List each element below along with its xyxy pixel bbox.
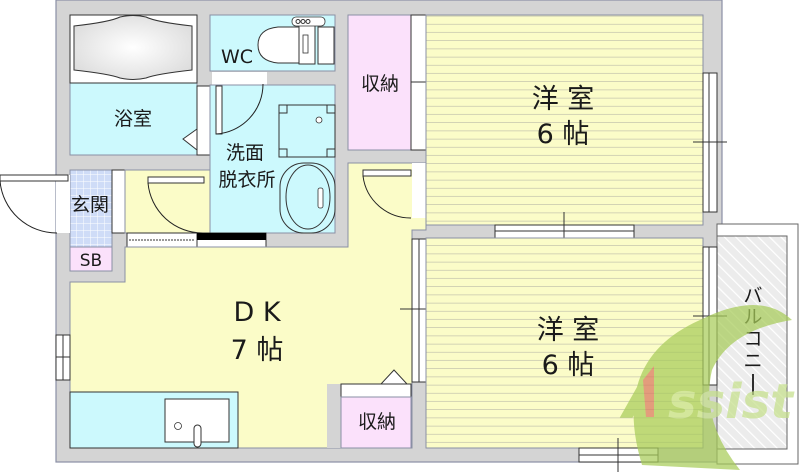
toilet-label: WC — [221, 46, 253, 68]
hallway — [124, 169, 267, 248]
western-room-bottom-label-line2: 6 帖 — [542, 350, 595, 381]
shoe-box-label: SB — [80, 251, 102, 271]
balcony-label-char: バ — [743, 285, 762, 307]
watermark-swoosh-icon — [633, 305, 792, 470]
entrance — [0, 169, 126, 272]
dining-kitchen-label-line1: D K — [233, 297, 281, 328]
storage-bottom-label: 収納 — [358, 411, 396, 433]
entrance-door-swing — [0, 180, 58, 234]
entrance-label: 玄関 — [71, 194, 109, 216]
western-room-top-label-line1: 洋 室 — [532, 84, 595, 115]
toilet-bowl-icon — [257, 26, 301, 64]
western-room-bottom-label-line1: 洋 室 — [537, 315, 600, 346]
bath-door-arrow-icon — [182, 128, 198, 152]
watermark-text-rest: ssist — [668, 374, 795, 430]
western-room-top — [425, 14, 727, 250]
storage-top-label: 収納 — [361, 73, 399, 95]
balcony-label-char: ニ — [743, 350, 762, 372]
washroom — [209, 83, 336, 234]
dining-kitchen-label-line2: 7 帖 — [231, 335, 284, 366]
bathroom-label: 浴室 — [114, 108, 152, 130]
western-room-top-label-line2: 6 帖 — [537, 119, 590, 150]
balcony — [716, 223, 799, 465]
assist-watermark-logo: A ssist — [619, 305, 795, 470]
toilet-room — [209, 14, 336, 85]
washing-machine-icon — [278, 104, 336, 158]
storage-bottom — [327, 369, 412, 449]
bathtub-icon — [73, 15, 193, 80]
dining-kitchen — [55, 162, 436, 449]
washroom-label-line2: 脱衣所 — [218, 169, 275, 191]
washroom-label-line1: 洗面 — [226, 142, 264, 164]
watermark-accent — [643, 366, 654, 417]
balcony-label-char: コ — [743, 328, 762, 350]
bathroom — [69, 14, 211, 156]
washbasin-icon — [279, 162, 336, 234]
